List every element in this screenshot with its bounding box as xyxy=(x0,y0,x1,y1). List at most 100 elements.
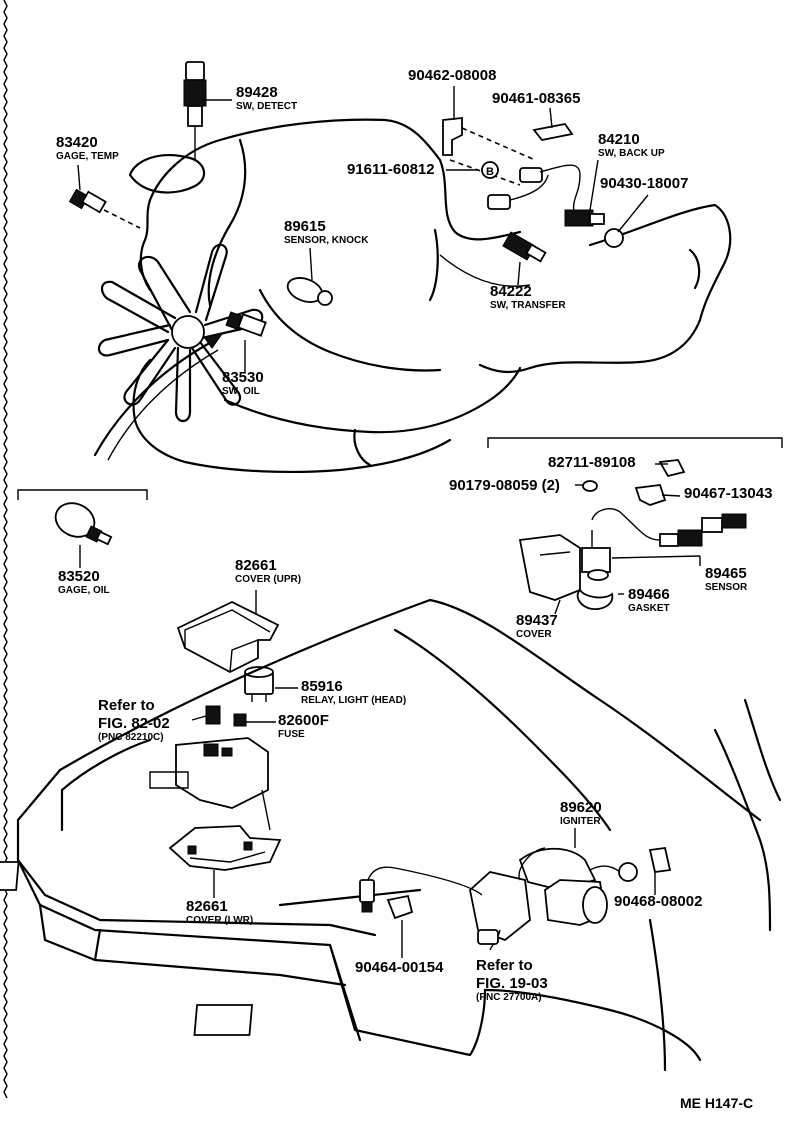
part-name: SENSOR xyxy=(705,582,748,593)
callout-9043018007: 90430-18007 xyxy=(600,175,688,192)
part-name: RELAY, LIGHT (HEAD) xyxy=(301,695,406,706)
part-name: GAGE, OIL xyxy=(58,585,110,596)
oil-switch-part xyxy=(225,311,267,337)
part-number: 90462-08008 xyxy=(408,67,496,84)
part-number: 89437 xyxy=(516,612,558,629)
callout-9046808002: 90468-08002 xyxy=(614,893,702,910)
relay-box-part xyxy=(149,737,271,831)
part-number: 83520 xyxy=(58,568,100,585)
reference-line2: FIG. 19-03 xyxy=(476,975,548,992)
fuse-part xyxy=(205,705,247,727)
part-number: 82661 xyxy=(186,898,228,915)
part-number: 89466 xyxy=(628,586,670,603)
wiring-harness xyxy=(359,866,483,920)
callout-90179080592: 90179-08059 (2) xyxy=(449,477,560,494)
temp-gauge-part xyxy=(68,188,107,214)
part-name: GASKET xyxy=(628,603,670,614)
reference-line2: FIG. 82-02 xyxy=(98,715,170,732)
part-number: 90468-08002 xyxy=(614,893,702,910)
bracket-right xyxy=(487,437,783,448)
part-name: SW, TRANSFER xyxy=(490,300,566,311)
reference-line1: Refer to xyxy=(476,957,533,974)
part-name: IGNITER xyxy=(560,816,601,827)
part-number: 89615 xyxy=(284,218,326,235)
part-name: COVER xyxy=(516,629,552,640)
part-number: 90467-13043 xyxy=(684,485,772,502)
part-name: FUSE xyxy=(278,729,305,740)
bracket-left xyxy=(17,489,148,500)
knock-sensor-part xyxy=(286,277,333,306)
part-number: 85916 xyxy=(301,678,343,695)
detect-switch-part xyxy=(183,61,207,160)
part-name: SENSOR, KNOCK xyxy=(284,235,369,246)
part-number: 83420 xyxy=(56,134,98,151)
rotation-arrow xyxy=(93,338,217,457)
part-name: GAGE, TEMP xyxy=(56,151,119,162)
callout-9046108365: 90461-08365 xyxy=(492,90,580,107)
callout-symbol-circle xyxy=(481,161,499,179)
rotation-arrow-head xyxy=(203,333,224,349)
part-name: COVER (UPR) xyxy=(235,574,301,585)
cover-lower-part xyxy=(168,825,282,871)
cover-upper-part xyxy=(176,600,280,674)
part-number: 83530 xyxy=(222,369,264,386)
callout-9046208008: 90462-08008 xyxy=(408,67,496,84)
callout-8271189108: 82711-89108 xyxy=(548,454,636,471)
part-number: 82661 xyxy=(235,557,277,574)
part-number: 82600F xyxy=(278,712,329,729)
part-number: 84222 xyxy=(490,283,532,300)
reference-line3: (PNC 27700A) xyxy=(476,992,542,1003)
part-number: 90179-08059 (2) xyxy=(449,477,560,494)
part-number: 91611-60812 xyxy=(347,161,435,178)
torn-edge xyxy=(3,0,8,1099)
part-number: 84210 xyxy=(598,131,640,148)
part-number: 90430-18007 xyxy=(600,175,688,192)
car-body-outline xyxy=(0,598,782,1072)
diagram-code: ME H147-C xyxy=(680,1095,753,1111)
callout-symbol-letter: B xyxy=(486,166,494,178)
part-number: 90461-08365 xyxy=(492,90,580,107)
sensor-assembly-part xyxy=(518,459,747,610)
callout-9046400154: 90464-00154 xyxy=(355,959,444,976)
part-number: 90464-00154 xyxy=(355,959,444,976)
part-name: COVER (LWR) xyxy=(186,915,253,926)
part-number: 89465 xyxy=(705,565,747,582)
part-name: SW, OIL xyxy=(222,386,260,397)
part-name: SW, BACK UP xyxy=(598,148,665,159)
engine-outline xyxy=(128,118,732,474)
callout-9161160812: 91611-60812 xyxy=(347,161,435,178)
backup-switch-part xyxy=(442,117,624,263)
callout-9046713043: 90467-13043 xyxy=(684,485,772,502)
cooling-fan xyxy=(97,243,264,423)
reference-line3: (PNC 82210C) xyxy=(98,732,164,743)
part-number: 89620 xyxy=(560,799,602,816)
part-number: 89428 xyxy=(236,84,278,101)
part-name: SW, DETECT xyxy=(236,101,297,112)
reference-line1: Refer to xyxy=(98,697,155,714)
relay-part xyxy=(244,666,274,702)
igniter-part xyxy=(469,846,672,951)
oil-gauge-part xyxy=(54,502,113,546)
part-number: 82711-89108 xyxy=(548,454,636,471)
